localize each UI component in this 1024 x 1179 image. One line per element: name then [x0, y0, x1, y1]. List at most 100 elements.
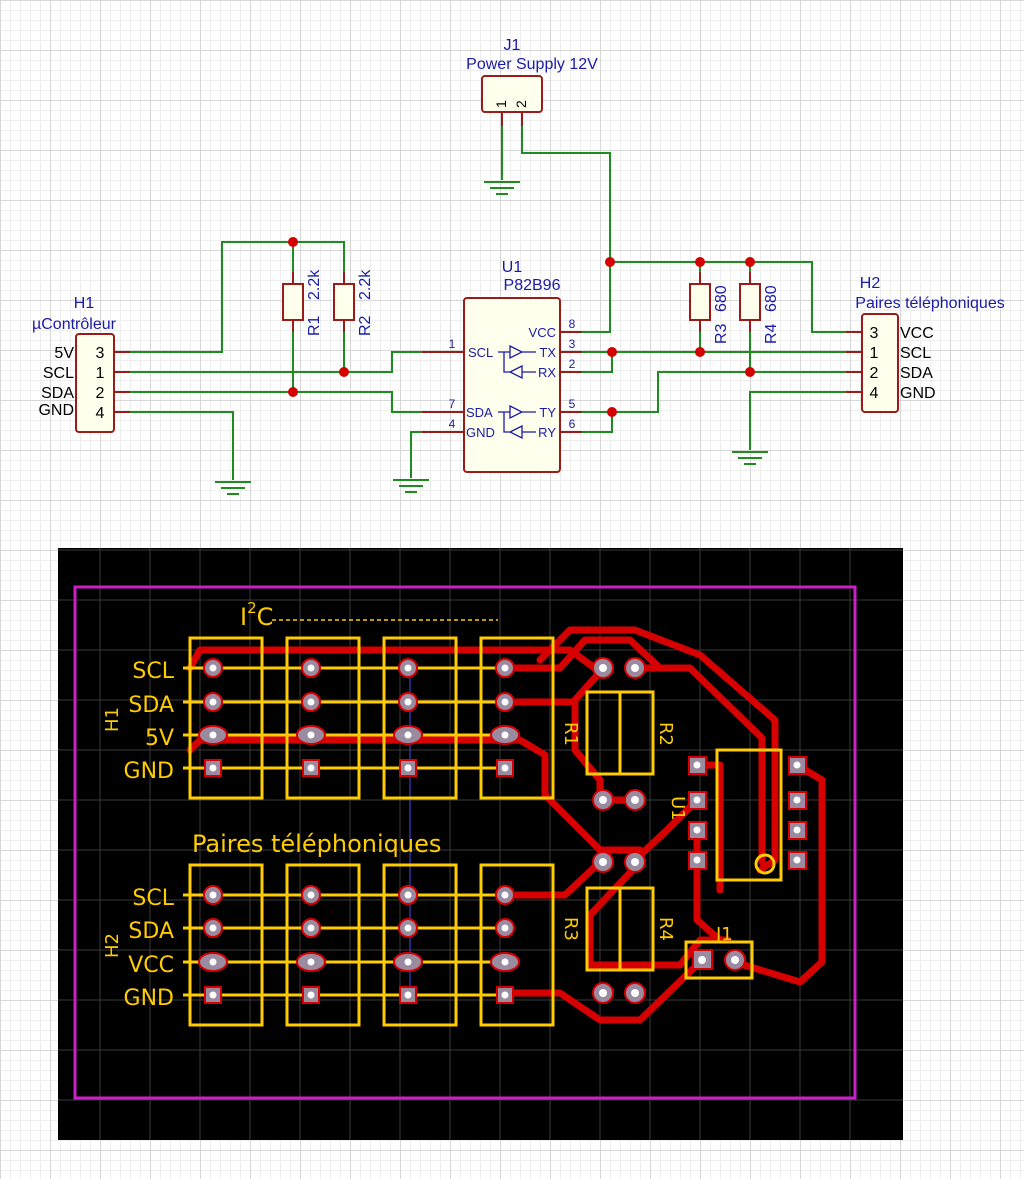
junction-dot: [607, 407, 617, 417]
buffer-icon: [498, 344, 536, 440]
pcb-h2-net: SDA: [128, 919, 174, 944]
u1-pin-name: SCL: [468, 345, 493, 360]
junction-dot: [288, 237, 298, 247]
junctions: [288, 237, 755, 417]
wire-h1-scl: [114, 351, 442, 373]
junction-dot: [288, 387, 298, 397]
h2-pads: [198, 885, 520, 1004]
pad-row-sda: [203, 692, 515, 712]
schematic: 1 2 J1 Power Supply 12V 3 1 2 4 H1 µCont…: [32, 37, 1005, 495]
h2-net-label: SDA: [900, 365, 933, 382]
h1-ref: H1: [74, 295, 95, 312]
r4-value: 680: [763, 285, 780, 312]
j1-pin2-number: 2: [513, 100, 529, 108]
junction-dot: [607, 347, 617, 357]
h1-pin-number: 2: [96, 385, 105, 402]
board-outline: [73, 585, 857, 1100]
h2-value: Paires téléphoniques: [855, 295, 1004, 312]
wire-u1-gnd: [410, 431, 442, 478]
r3-ref: R3: [713, 323, 730, 344]
pcb-r1-ref: R1: [560, 722, 581, 746]
wire-h1-sda: [114, 391, 442, 413]
u1-pin-name: GND: [466, 425, 495, 440]
h1-pin-number: 3: [96, 345, 105, 362]
j1-power-connector[interactable]: 1 2: [481, 75, 543, 113]
u1-pin-number: 4: [449, 417, 456, 431]
h1-net-label: GND: [38, 402, 74, 419]
pcb-h1-net: GND: [124, 759, 174, 784]
resistor-pads: [592, 657, 646, 1004]
j1-pads: [692, 949, 746, 971]
pcb-r3-ref: R3: [560, 917, 581, 941]
h2-header[interactable]: 3 1 2 4: [861, 313, 899, 413]
u1-pin-number: 2: [569, 357, 576, 371]
r1-ref: R1: [306, 315, 323, 336]
u1-pin-name: RX: [538, 365, 556, 380]
junction-dot: [695, 257, 705, 267]
u1-pin-number: 8: [569, 317, 576, 331]
pcb-header-traces: [183, 666, 505, 997]
wire-h1-5v: [114, 241, 345, 353]
j1-pin1-number: 1: [493, 100, 509, 108]
j1-value: Power Supply 12V: [466, 56, 598, 73]
h1-pads: [198, 658, 520, 777]
r1-value: 2.2k: [306, 269, 323, 300]
h2-pin-number: 1: [870, 345, 879, 362]
u1-pin-number: 1: [449, 337, 456, 351]
u1-pin-number: 5: [569, 397, 576, 411]
pcb-h2-net: GND: [124, 986, 174, 1011]
r2-resistor[interactable]: [333, 283, 355, 321]
junction-dot: [605, 257, 615, 267]
r2-ref: R2: [357, 315, 374, 336]
h1-net-label: SDA: [41, 385, 74, 402]
r2-value: 2.2k: [357, 269, 374, 300]
r3-resistor[interactable]: [689, 283, 711, 321]
wire-j1-vcc: [521, 116, 611, 333]
h2-net-label: SCL: [900, 345, 931, 362]
wire-h2-gnd: [749, 391, 862, 450]
u1-value: P82B96: [504, 277, 561, 294]
wire-h1-gnd: [114, 411, 234, 480]
pad-row-scl: [203, 885, 515, 905]
h1-pin-number: 4: [96, 405, 105, 422]
pcb-j1-ref: J1: [715, 924, 733, 945]
pcb-header-outlines: [188, 636, 783, 1027]
pad-row-scl: [203, 658, 515, 678]
u1-pin-name: VCC: [529, 325, 556, 340]
pcb-u1-ref: U1: [667, 796, 688, 821]
pad-row-sda: [203, 918, 515, 938]
h1-value: µContrôleur: [32, 316, 117, 333]
pcb-h1-ref: H1: [102, 707, 123, 732]
h1-net-label: 5V: [54, 345, 74, 362]
u1-ref: U1: [502, 259, 523, 276]
u1-pin-name: RY: [538, 425, 556, 440]
pcb-pads: [198, 657, 807, 1004]
ground-icon: [215, 481, 251, 495]
r4-resistor[interactable]: [739, 283, 761, 321]
pad-row-gnd: [204, 759, 514, 777]
h2-net-label: GND: [900, 385, 936, 402]
pad-row-5v: [198, 725, 520, 745]
h2-ref: H2: [860, 275, 881, 292]
u1-chip[interactable]: SCL SDA GND VCC TX RX TY RY: [463, 297, 561, 473]
pcb-h1-net: 5V: [145, 726, 174, 751]
h2-pin-number: 3: [870, 325, 879, 342]
pcb-r2-ref: R2: [655, 722, 676, 746]
u1-pin-name: TY: [539, 405, 556, 420]
pcb-h2-title: Paires téléphoniques: [192, 830, 441, 858]
r3-value: 680: [713, 285, 730, 312]
j1-ref: J1: [504, 37, 521, 54]
junction-dot: [695, 347, 705, 357]
u1-pads: [688, 756, 807, 870]
pcb-silk-labels: SCL SDA 5V GND H1 Paires téléphoniques S…: [102, 659, 733, 1011]
junction-dot: [745, 367, 755, 377]
pcb-r4-ref: R4: [655, 917, 676, 941]
pcb-h1-net: SCL: [132, 659, 174, 684]
r4-ref: R4: [763, 323, 780, 344]
pin-stubs: [114, 112, 862, 433]
pcb-h2-net: VCC: [128, 953, 174, 978]
h1-header[interactable]: 3 1 2 4: [75, 333, 115, 433]
junction-dot: [745, 257, 755, 267]
r1-resistor[interactable]: [282, 283, 304, 321]
